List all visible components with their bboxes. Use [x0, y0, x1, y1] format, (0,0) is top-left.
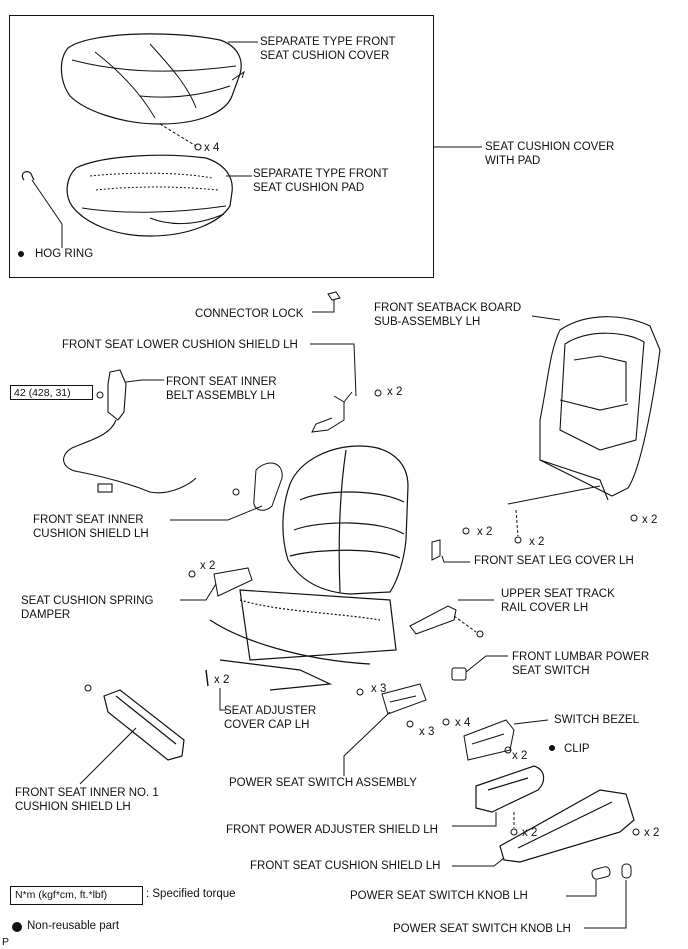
label-power-adjuster-shield: FRONT POWER ADJUSTER SHIELD LH	[226, 824, 438, 836]
inner-belt-part	[63, 369, 197, 494]
bolt-icon-b	[232, 488, 240, 496]
main-seat-part	[209, 445, 409, 691]
inner-no1-shield-part	[103, 689, 185, 761]
label-lower-cushion-shield: FRONT SEAT LOWER CUSHION SHIELD LH	[62, 339, 298, 351]
label-qty-i: x 2	[644, 827, 660, 839]
hog-ring-part	[21, 171, 35, 181]
label-qty-f: x 2	[214, 674, 230, 686]
label-torque-value: 42 (428, 31)	[14, 387, 71, 399]
label-inner-cushion-shield: FRONT SEAT INNER CUSHION SHIELD LH	[33, 514, 149, 540]
hog-ring-bullet	[18, 251, 24, 257]
label-seat-cushion-cover: SEPARATE TYPE FRONT SEAT CUSHION COVER	[260, 36, 396, 62]
power-adjuster-shield-part	[475, 765, 545, 813]
clip-ring-icon	[194, 143, 202, 151]
label-qty-e: x 2	[200, 560, 216, 572]
seat-cushion-cover-part	[60, 33, 245, 125]
label-switch-assembly: POWER SEAT SWITCH ASSEMBLY	[229, 777, 417, 789]
label-seat-cushion-pad: SEPARATE TYPE FRONT SEAT CUSHION PAD	[253, 168, 389, 194]
label-qty-x3-b: x 3	[419, 726, 435, 738]
bolt-icon-e	[462, 527, 470, 535]
bolt-icon-l	[510, 828, 518, 836]
connector-lock-part	[327, 291, 341, 301]
bolt-icon-g	[630, 514, 638, 522]
bolt-icon-k	[442, 718, 450, 726]
label-inner-belt: FRONT SEAT INNER BELT ASSEMBLY LH	[166, 376, 277, 402]
bolt-icon-d	[84, 684, 92, 692]
cover-leader-dashed	[159, 123, 197, 147]
label-cushion-shield: FRONT SEAT CUSHION SHIELD LH	[250, 860, 441, 872]
label-knob-2: POWER SEAT SWITCH KNOB LH	[393, 923, 571, 935]
torque-box	[10, 385, 93, 400]
label-switch-bezel: SWITCH BEZEL	[554, 714, 639, 726]
bolt-icon-belt	[96, 391, 104, 399]
lumbar-switch-part	[451, 667, 467, 681]
label-qty-d: x 2	[642, 514, 658, 526]
lower-cushion-shield-part	[311, 391, 353, 433]
label-qty-cover: x 4	[204, 142, 220, 154]
seat-cushion-pad-part	[66, 154, 233, 237]
legend-nonreusable-dot	[12, 922, 22, 932]
knob-part-a	[591, 866, 611, 880]
label-qty-c: x 2	[529, 536, 545, 548]
leg-cover-part	[431, 539, 441, 561]
label-hog-ring: HOG RING	[35, 248, 94, 260]
spring-damper-part	[213, 567, 253, 597]
clip-bullet	[549, 745, 555, 751]
label-cover-with-pad: SEAT CUSHION COVER WITH PAD	[485, 141, 615, 167]
power-seat-switch-part	[381, 683, 427, 715]
label-qty-h: x 2	[522, 827, 538, 839]
bolt-icon-m	[632, 828, 640, 836]
bolt-icon-i	[356, 688, 364, 696]
legend-torque-desc: : Specified torque	[146, 888, 236, 900]
label-qty-x4-b: x 4	[455, 717, 471, 729]
bolt-icon-c	[188, 570, 196, 578]
seatback-board-part	[507, 316, 661, 505]
label-adjuster-cap: SEAT ADJUSTER COVER CAP LH	[224, 705, 317, 731]
label-qty-b: x 2	[477, 526, 493, 538]
track-rail-cover-part	[409, 605, 457, 635]
inner-cushion-shield-part	[253, 462, 283, 511]
label-qty-g: x 2	[512, 750, 528, 762]
bolt-icon-h	[476, 630, 484, 638]
label-lumbar-switch: FRONT LUMBAR POWER SEAT SWITCH	[512, 651, 650, 677]
label-inner-no1-shield: FRONT SEAT INNER NO. 1 CUSHION SHIELD LH	[15, 787, 159, 813]
cushion-shield-part	[499, 789, 635, 863]
label-spring-damper: SEAT CUSHION SPRING DAMPER	[21, 595, 154, 621]
legend-nonreusable: Non-reusable part	[27, 920, 120, 932]
corner-mark: P	[2, 936, 10, 948]
bolt-icon-a	[374, 389, 382, 397]
legend-torque-box	[10, 886, 143, 905]
label-connector-lock: CONNECTOR LOCK	[195, 308, 304, 320]
label-knob-1: POWER SEAT SWITCH KNOB LH	[350, 890, 528, 902]
label-clip: CLIP	[564, 743, 590, 755]
bolt-icon-j	[406, 720, 414, 728]
label-seatback-board: FRONT SEATBACK BOARD SUB-ASSEMBLY LH	[374, 302, 522, 328]
adjuster-cap-part	[205, 669, 209, 687]
label-leg-cover: FRONT SEAT LEG COVER LH	[474, 555, 634, 567]
legend-torque-units: N*m (kgf*cm, ft.*lbf)	[15, 889, 108, 901]
label-track-rail-cover: UPPER SEAT TRACK RAIL COVER LH	[501, 588, 615, 614]
label-qty-x3-a: x 3	[371, 683, 387, 695]
bolt-icon-f	[514, 536, 522, 544]
switch-bezel-part	[463, 719, 515, 761]
label-qty-a: x 2	[387, 386, 403, 398]
clip-icon	[504, 746, 512, 754]
knob-part-b	[621, 863, 632, 879]
